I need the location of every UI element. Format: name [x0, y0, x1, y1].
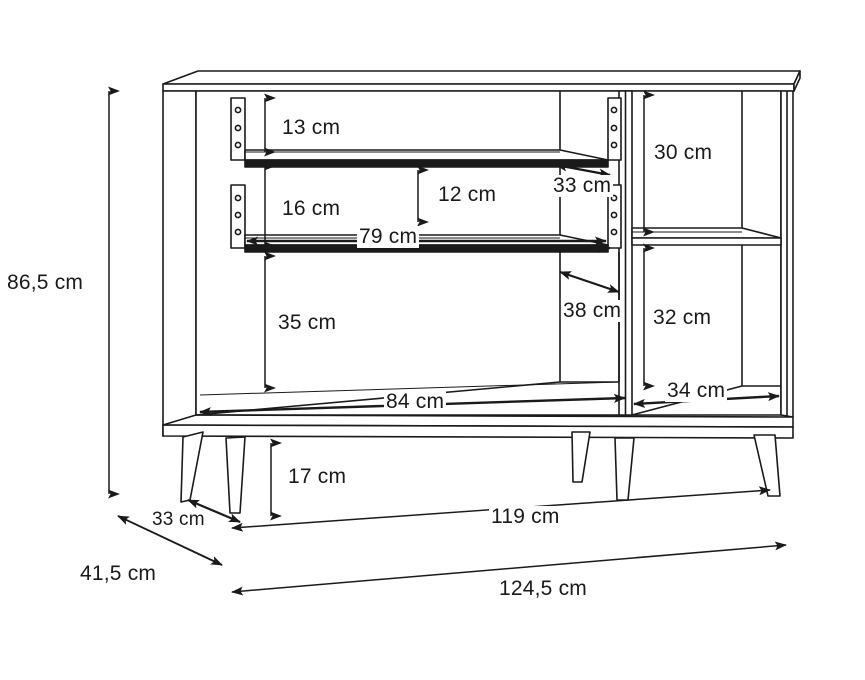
dim-label-leg-height: 17 cm	[286, 465, 349, 489]
dimline-41-5cm	[117, 515, 223, 566]
dim-label-right-lower-compartment: 32 cm	[651, 306, 714, 330]
leg-front-left	[225, 436, 246, 514]
dim-label-drawer-interior-width: 79 cm	[357, 225, 420, 249]
dimline-124-5cm	[231, 541, 787, 596]
right-side-panel	[780, 90, 794, 418]
drawer-runner-lower-left	[230, 184, 246, 249]
left-side-panel	[162, 90, 197, 437]
dim-label-leg-depth: 33 cm	[150, 509, 207, 530]
drawer-runner-upper-right	[607, 97, 622, 161]
dim-label-second-drawer-height: 16 cm	[280, 197, 343, 221]
dimline-33cm-drawer-a	[555, 162, 611, 178]
top-panel	[162, 70, 801, 92]
dim-label-top-drawer-height: 13 cm	[280, 116, 343, 140]
dimension-lines	[108, 86, 787, 596]
leg-rear-right	[571, 431, 591, 483]
dim-label-shelf-depth: 38 cm	[561, 299, 624, 323]
cabinet-carcass	[162, 70, 801, 439]
dim-label-total-depth: 41,5 cm	[78, 562, 159, 586]
dim-label-lower-compartment-height: 35 cm	[276, 311, 339, 335]
cabinet-legs	[180, 431, 781, 514]
dim-label-left-section-width: 84 cm	[384, 390, 447, 414]
interior-back-panel	[195, 90, 782, 416]
bottom-panel	[162, 414, 794, 439]
dimline-33cm-drawer-b	[555, 243, 611, 253]
dim-label-total-width: 124,5 cm	[497, 577, 589, 601]
leg-front-right	[753, 434, 781, 497]
drawer-runner-upper-left	[230, 97, 246, 161]
leg-rear-left	[180, 431, 204, 503]
dim-label-drawer-depth: 33 cm	[551, 174, 614, 198]
drawer-runner-lower-right	[607, 184, 622, 249]
upper-drawer-shelf	[244, 149, 609, 168]
dim-label-body-width: 119 cm	[489, 505, 562, 529]
dim-label-total-height: 86,5 cm	[5, 271, 86, 295]
dimline-38cm	[559, 270, 620, 294]
dim-label-drawer-gap: 12 cm	[436, 183, 499, 207]
dim-label-right-section-width: 34 cm	[665, 379, 728, 403]
extline-84cm-top	[199, 381, 620, 396]
right-bay-shelf	[631, 227, 782, 246]
leg-front-middle	[614, 437, 635, 501]
dim-label-right-upper-compartment: 30 cm	[652, 141, 715, 165]
